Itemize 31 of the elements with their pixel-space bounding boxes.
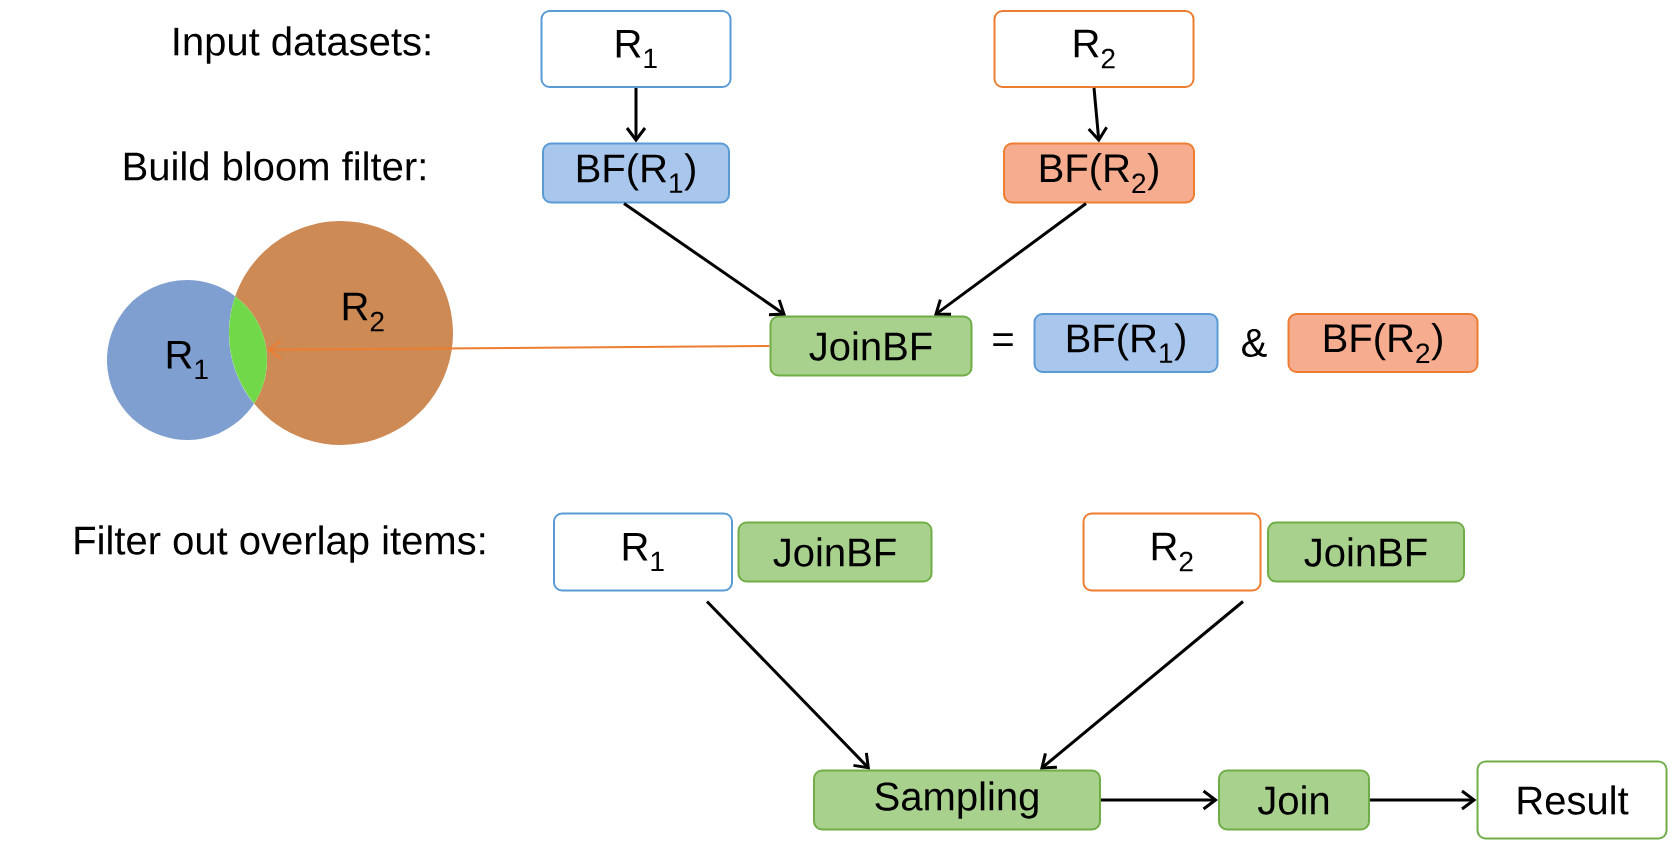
dataset-box: R$_{1}$ bbox=[540, 10, 732, 88]
step-label: Build bloom filter: bbox=[124, 151, 425, 181]
arrow bbox=[1087, 87, 1108, 143]
filter-box: BF(R$_{1}$) bbox=[542, 142, 730, 204]
arrow bbox=[625, 88, 647, 143]
arrow bbox=[934, 202, 1087, 316]
dataset-box: R$_{2}$ bbox=[1082, 512, 1262, 592]
process-box: JoinBF bbox=[737, 521, 933, 583]
venn-label: R$_{1}$ bbox=[167, 340, 208, 380]
arrow bbox=[1101, 789, 1218, 811]
process-box: Sampling bbox=[813, 769, 1101, 831]
process-box: JoinBF bbox=[769, 315, 973, 377]
step-label: Input datasets: bbox=[174, 26, 430, 64]
dataset-box: R$_{1}$ bbox=[553, 512, 733, 592]
venn-label: R$_{2}$ bbox=[343, 292, 384, 332]
overlap-region bbox=[229, 296, 267, 404]
filter-box: BF(R$_{2}$) bbox=[1003, 142, 1195, 204]
process-box: JoinBF bbox=[1267, 521, 1465, 583]
arrow bbox=[267, 339, 771, 360]
arrow bbox=[1040, 600, 1244, 770]
operator-symbol: & bbox=[1242, 329, 1267, 358]
arrow bbox=[1370, 789, 1477, 811]
operator-symbol: = bbox=[993, 333, 1013, 347]
arrow bbox=[705, 600, 870, 770]
dataset-box: R$_{2}$ bbox=[993, 10, 1195, 88]
process-box: Join bbox=[1218, 769, 1370, 831]
step-label: Filter out overlap items: bbox=[75, 525, 485, 563]
filter-box: BF(R$_{2}$) bbox=[1287, 313, 1479, 373]
arrow bbox=[623, 202, 786, 317]
filter-box: BF(R$_{1}$) bbox=[1033, 313, 1219, 373]
result-box: Result bbox=[1476, 760, 1668, 840]
